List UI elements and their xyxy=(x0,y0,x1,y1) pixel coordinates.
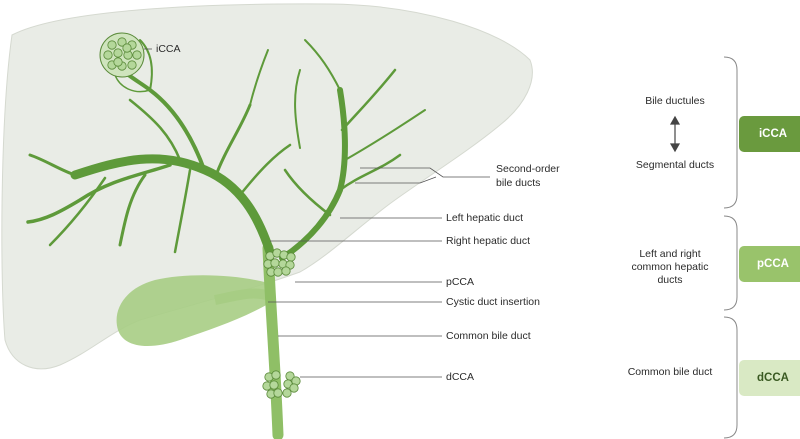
leader-lines xyxy=(144,48,490,378)
left-hepatic-label: Left hepatic duct xyxy=(446,212,524,224)
category-icca-line-2: Segmental ducts xyxy=(635,159,715,171)
double-arrow-icon xyxy=(669,115,681,153)
pcca-badge: pCCA xyxy=(739,246,800,282)
second-order-label-1: Second-order xyxy=(496,163,560,175)
bile-duct-tree xyxy=(26,39,426,439)
cystic-duct-label: Cystic duct insertion xyxy=(446,296,540,308)
right-hepatic-label: Right hepatic duct xyxy=(446,235,531,247)
icca-badge: iCCA xyxy=(739,116,800,152)
category-pcca-line-2: common hepatic xyxy=(631,261,709,273)
pcca-label: pCCA xyxy=(446,276,475,288)
icca-label: iCCA xyxy=(156,43,181,55)
category-pcca-line-3: ducts xyxy=(657,274,683,286)
gallbladder xyxy=(116,275,275,346)
dcca-label: dCCA xyxy=(446,371,475,383)
second-order-label-2: bile ducts xyxy=(496,177,541,189)
dcca-badge: dCCA xyxy=(739,360,800,396)
category-brackets xyxy=(723,56,738,439)
dcca-tumor xyxy=(262,370,301,399)
category-icca-line-1: Bile ductules xyxy=(645,95,705,107)
category-pcca-line-1: Left and right xyxy=(639,248,701,260)
cystic-duct xyxy=(214,288,274,305)
common-bile-duct-label: Common bile duct xyxy=(446,330,531,342)
category-dcca-line-1: Common bile duct xyxy=(627,366,713,378)
icca-tumor xyxy=(99,32,145,78)
